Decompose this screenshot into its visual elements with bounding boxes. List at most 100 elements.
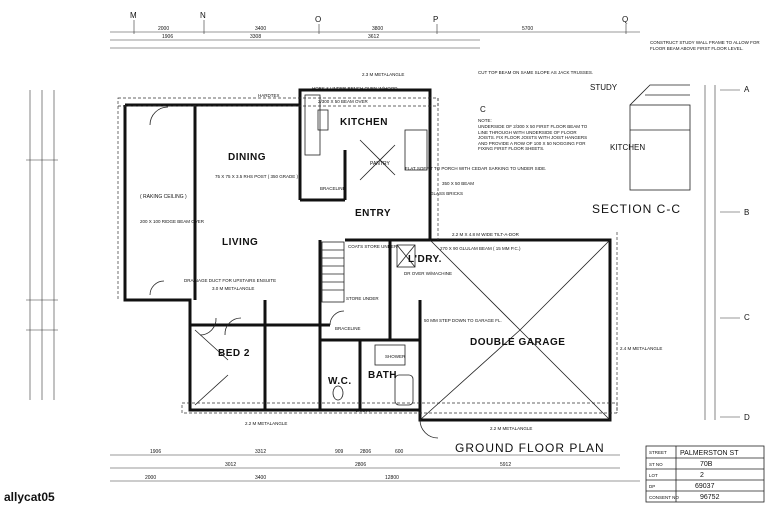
label-metalangle-22-garage: 2.2 M METALANGLE bbox=[490, 426, 532, 431]
kitchen-bench bbox=[304, 94, 428, 181]
grid-letter-b: B bbox=[744, 208, 749, 217]
label-beam-living: 200 X 100 RIDGE BEAM OVER bbox=[140, 219, 205, 224]
bed2-roof-lines bbox=[194, 329, 229, 406]
label-braceline-kitchen: BRACELINE bbox=[320, 186, 346, 191]
label-metalangle-23: 2.3 M METALANGLE bbox=[362, 72, 404, 77]
grid-letter-c: C bbox=[744, 313, 750, 322]
grid-letter-m: M bbox=[130, 11, 137, 20]
tb-stno-label: ST NO bbox=[649, 462, 663, 467]
room-living: LIVING bbox=[222, 237, 258, 248]
grid-letter-o: O bbox=[315, 15, 321, 24]
dashed-lines bbox=[117, 97, 618, 414]
left-dimensions bbox=[26, 90, 58, 400]
section-kitchen-label: KITCHEN bbox=[610, 143, 645, 152]
label-metalangle-30: 3.0 M METALANGLE bbox=[212, 286, 254, 291]
grid-letter-a: A bbox=[744, 85, 750, 94]
grid-letter-p: P bbox=[433, 15, 438, 24]
label-step-down: 50 MM STEP DOWN TO GARAGE FL. bbox=[424, 318, 502, 323]
plan-title: GROUND FLOOR PLAN bbox=[455, 441, 605, 455]
dim-bottom-2806a: 2806 bbox=[360, 449, 371, 455]
dim-top-5700: 5700 bbox=[522, 26, 533, 32]
room-kitchen: KITCHEN bbox=[340, 117, 388, 128]
ns-note: CUT TOP BEAM ON SAME SLOPE AS JACK TRUSS… bbox=[478, 70, 593, 75]
section-title: SECTION C-C bbox=[592, 202, 681, 216]
tb-consent-label: CONSENT NO bbox=[649, 495, 679, 500]
tb-lot-value: 2 bbox=[700, 472, 704, 479]
label-beam-kitchen: 2/300 X 50 BEAM OVER bbox=[318, 99, 369, 104]
study-note: CONSTRUCT STUDY WALL FRAME TO ALLOW FOR … bbox=[650, 40, 760, 51]
bottom-dimensions: 1906 3312 909 2806 600 5912 3012 2806 20… bbox=[110, 449, 640, 482]
door-swings bbox=[149, 106, 439, 439]
room-dining: DINING bbox=[228, 152, 266, 163]
tb-stno-value: 70B bbox=[700, 461, 713, 468]
label-braceline-hall: BRACELINE bbox=[335, 326, 361, 331]
top-dimensions: 2000 3400 3800 5700 1906 3308 3612 bbox=[110, 26, 640, 49]
label-glass-bricks: GLASS BRICKS bbox=[430, 191, 463, 196]
dim-top-3612: 3612 bbox=[368, 34, 379, 40]
dim-top-3800: 3800 bbox=[372, 26, 383, 32]
label-soffit: FLAT SOFFIT TO PORCH WITH CEDAR SARKING … bbox=[405, 166, 546, 171]
dim-bottom-3400: 3400 bbox=[255, 475, 266, 481]
dim-bottom-5912: 5912 bbox=[500, 462, 511, 468]
dim-top-2000: 2000 bbox=[158, 26, 169, 32]
label-drainage: DRAINAGE DUCT FOR UPSTAIRS ENSUITE bbox=[184, 278, 276, 283]
watermark: allycat05 bbox=[4, 490, 55, 504]
label-garage-beam: 270 X 90 GLULAM BEAM ( 15 MM P.C.) bbox=[440, 246, 521, 251]
tb-street-value: PALMERSTON ST bbox=[680, 450, 739, 457]
stairs bbox=[321, 241, 345, 303]
room-wc: W.C. bbox=[328, 376, 352, 387]
label-store-under: STORE UNDER bbox=[346, 296, 379, 301]
label-raking-ceiling: ( RAKING CEILING ) bbox=[140, 194, 187, 200]
tb-street-label: STREET bbox=[649, 450, 667, 455]
label-tilt-door: 2.2 M X 4.8 M WIDE TILT-A-DOR bbox=[452, 232, 520, 237]
dim-bottom-12800: 12800 bbox=[385, 475, 399, 481]
room-pantry: PANTRY bbox=[370, 161, 390, 167]
label-shower: SHOWER bbox=[385, 354, 406, 359]
dim-bottom-2806b: 2806 bbox=[355, 462, 366, 468]
dim-bottom-3012: 3012 bbox=[225, 462, 236, 468]
tb-consent-value: 96752 bbox=[700, 494, 720, 501]
label-vanity: VANITY bbox=[355, 408, 371, 413]
label-beam-350: 350 X 50 BEAM bbox=[442, 181, 474, 186]
label-hardtex: HARDTEX bbox=[258, 93, 280, 98]
note-title: NOTE: bbox=[478, 118, 492, 123]
tb-dp-label: DP bbox=[649, 484, 655, 489]
section-cut-letter: C bbox=[480, 105, 486, 114]
dim-bottom-3312: 3312 bbox=[255, 449, 266, 455]
room-bed2: BED 2 bbox=[218, 348, 250, 359]
label-drier: DR OVER W/MACHINE bbox=[404, 271, 452, 276]
tb-lot-label: LOT bbox=[649, 473, 658, 478]
title-block: STREET PALMERSTON ST ST NO 70B LOT 2 DP … bbox=[645, 445, 765, 503]
room-entry: ENTRY bbox=[355, 208, 391, 219]
garage-roof-lines bbox=[419, 239, 611, 421]
label-coats: COATS STORE UNDER bbox=[348, 244, 398, 249]
top-grid-letters: M N O P Q bbox=[130, 11, 628, 34]
dim-top-1906: 1906 bbox=[162, 34, 173, 40]
room-bath: BATH bbox=[368, 370, 397, 381]
grid-letter-n: N bbox=[200, 11, 206, 20]
section-study-label: STUDY bbox=[590, 83, 618, 92]
room-garage: DOUBLE GARAGE bbox=[470, 337, 565, 348]
dim-bottom-1906: 1906 bbox=[150, 449, 161, 455]
room-labels: KITCHEN DINING LIVING ENTRY PANTRY L'DRY… bbox=[218, 117, 565, 387]
label-metalangle-24: 2.4 M METALANGLE bbox=[620, 346, 662, 351]
right-grid-letters: A B C D bbox=[704, 85, 750, 422]
dim-top-3308: 3308 bbox=[250, 34, 261, 40]
dim-bottom-2000: 2000 bbox=[145, 475, 156, 481]
dim-top-3400: 3400 bbox=[255, 26, 266, 32]
room-laundry: L'DRY. bbox=[408, 254, 442, 265]
label-post: 75 X 75 X 3.5 RHS POST ( 350 GRADE ) bbox=[215, 174, 298, 179]
dim-bottom-909: 909 bbox=[335, 449, 344, 455]
dim-bottom-600: 600 bbox=[395, 449, 404, 455]
label-metalangle-22-bottom: 2.2 M METALANGLE bbox=[245, 421, 287, 426]
note-text: UNDERSIDE OF 2/300 X 50 FIRST FLOOR BEAM… bbox=[478, 124, 588, 151]
grid-letter-d: D bbox=[744, 413, 750, 422]
notes-block: CUT TOP BEAM ON SAME SLOPE AS JACK TRUSS… bbox=[478, 40, 760, 151]
label-bench-oven: HOBS & UNDER BENCH OVEN W/HOOD bbox=[312, 86, 398, 91]
section-c-c: STUDY KITCHEN SECTION C-C C bbox=[480, 83, 691, 216]
tb-dp-value: 69037 bbox=[695, 483, 715, 490]
grid-letter-q: Q bbox=[622, 15, 628, 24]
annotations: ( RAKING CEILING ) 200 X 100 RIDGE BEAM … bbox=[140, 72, 662, 431]
bath-fixtures bbox=[332, 344, 414, 406]
